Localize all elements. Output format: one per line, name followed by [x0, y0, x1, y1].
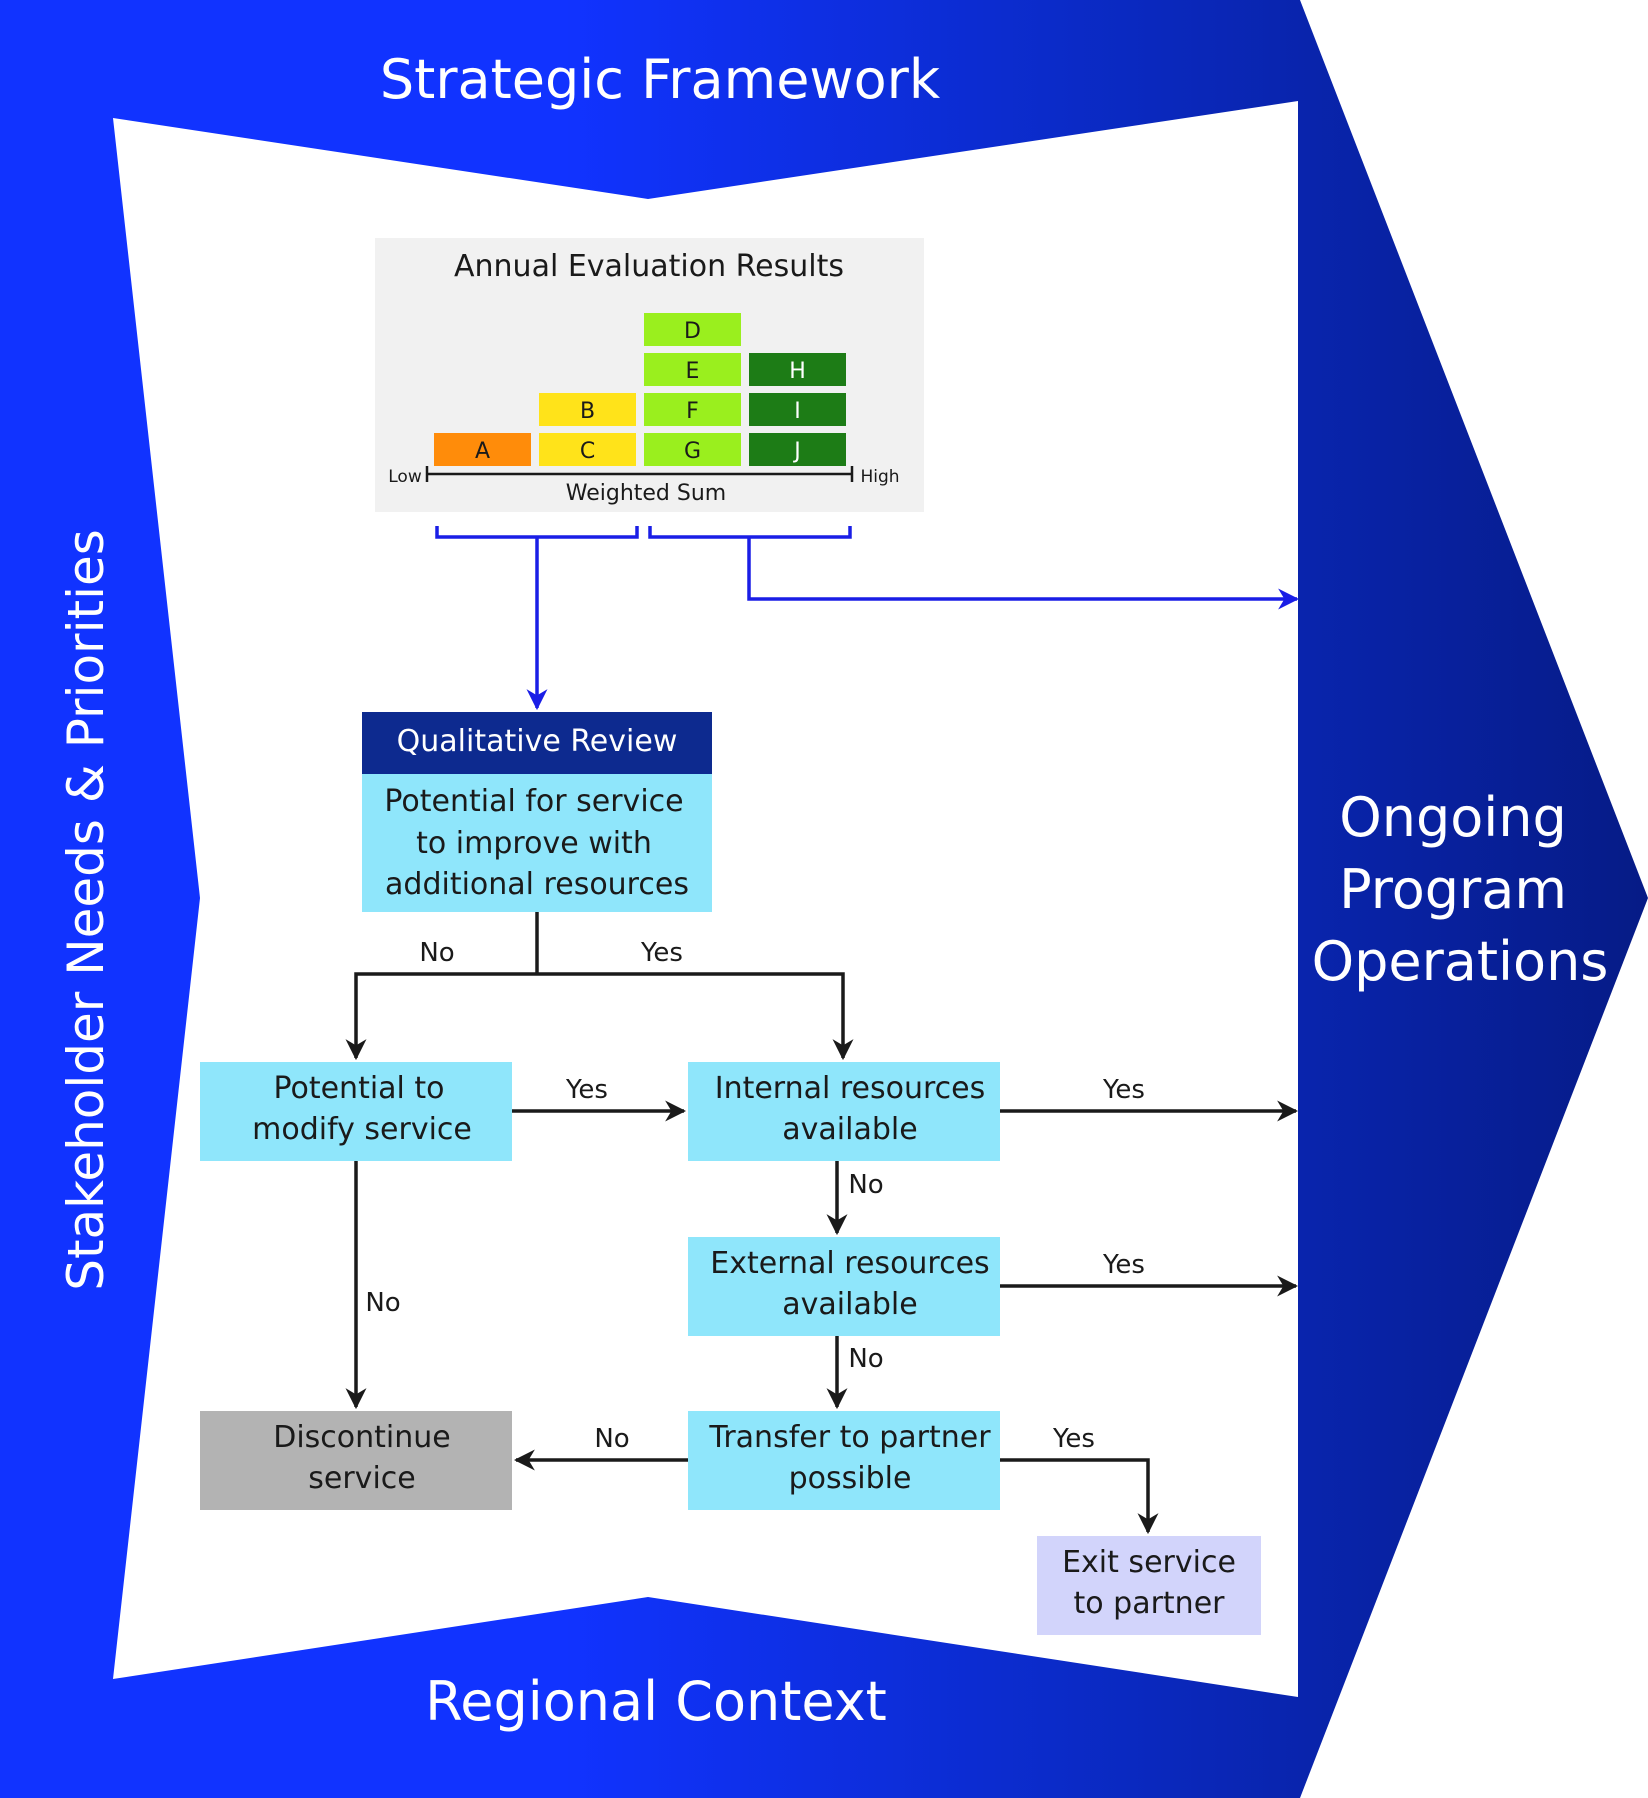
- node-internal-resources-line-1: Internal resources: [715, 1071, 986, 1106]
- node-internal-resources-box: [688, 1062, 1000, 1161]
- node-modify-service: Potential to modify service: [200, 1062, 512, 1161]
- node-exit-service-box: [1037, 1536, 1261, 1635]
- label-external-yes: Yes: [1102, 1250, 1145, 1280]
- label-modify-yes: Yes: [565, 1075, 608, 1105]
- node-discontinue-service-line-2: service: [308, 1461, 415, 1496]
- evaluation-axis-low: Low: [388, 467, 422, 487]
- label-internal-no: No: [848, 1170, 883, 1200]
- node-exit-service-line-1: Exit service: [1062, 1545, 1236, 1580]
- node-transfer-partner: Transfer to partner possible: [688, 1411, 1000, 1510]
- connector-review-no: [345, 972, 537, 1061]
- evaluation-bar-j: [749, 433, 846, 466]
- node-exit-service: Exit service to partner: [1037, 1536, 1261, 1635]
- review-header: Qualitative Review: [397, 724, 678, 759]
- node-modify-service-line-1: Potential to: [273, 1071, 444, 1106]
- evaluation-bar-c: [539, 433, 636, 466]
- flow-connectors: [345, 912, 1299, 1535]
- label-review-yes: Yes: [640, 938, 683, 968]
- frame-right-label-line-3: Operations: [1312, 930, 1609, 993]
- qualitative-review: Qualitative Review Potential for service…: [362, 712, 712, 912]
- evaluation-bar-i: [749, 393, 846, 426]
- evaluation-bar-label-h: H: [789, 359, 806, 384]
- label-internal-yes: Yes: [1102, 1075, 1145, 1105]
- evaluation-brackets: [435, 526, 1300, 711]
- node-exit-service-line-2: to partner: [1074, 1586, 1226, 1621]
- evaluation-bar-label-j: J: [792, 439, 801, 464]
- evaluation-bar-label-i: I: [794, 399, 801, 424]
- evaluation-bar-label-e: E: [686, 359, 700, 384]
- label-review-no: No: [419, 938, 454, 968]
- frame-right-label-line-1: Ongoing: [1339, 786, 1567, 849]
- evaluation-bar-b: [539, 393, 636, 426]
- evaluation-bar-e: [644, 353, 741, 386]
- node-transfer-partner-line-2: possible: [789, 1461, 912, 1496]
- node-modify-service-box: [200, 1062, 512, 1161]
- node-discontinue-service-box: [200, 1411, 512, 1510]
- frame-right-label: Ongoing Program Operations: [1312, 786, 1609, 993]
- node-transfer-partner-box: [688, 1411, 1000, 1510]
- node-discontinue-service: Discontinue service: [200, 1411, 512, 1510]
- node-external-resources-box: [688, 1237, 1000, 1336]
- review-body-line-2: to improve with: [416, 826, 652, 861]
- node-internal-resources: Internal resources available: [688, 1062, 1000, 1161]
- evaluation-axis-label: Weighted Sum: [566, 481, 726, 506]
- frame-right-label-line-2: Program: [1339, 858, 1567, 921]
- evaluation-bar-label-g: G: [684, 439, 701, 464]
- node-discontinue-service-line-1: Discontinue: [273, 1420, 451, 1455]
- node-external-resources: External resources available: [688, 1237, 1000, 1336]
- frame-top-label: Strategic Framework: [380, 48, 941, 111]
- label-transfer-yes: Yes: [1052, 1424, 1095, 1454]
- evaluation-bar-label-c: C: [580, 439, 595, 464]
- evaluation-bar-label-f: F: [686, 399, 699, 424]
- review-body-box: [362, 774, 712, 912]
- connector-transfer-yes: [1000, 1458, 1159, 1535]
- evaluation-axis-high: High: [860, 467, 899, 487]
- node-external-resources-line-2: available: [782, 1287, 917, 1322]
- evaluation-bar-d: [644, 313, 741, 346]
- evaluation-bar-label-b: B: [580, 399, 595, 424]
- review-body-line-3: additional resources: [385, 867, 689, 902]
- frame-bottom-label: Regional Context: [425, 1670, 887, 1733]
- evaluation-bar-g: [644, 433, 741, 466]
- label-modify-no: No: [365, 1288, 400, 1318]
- review-header-box: [362, 712, 712, 774]
- evaluation-bar-label-a: A: [475, 439, 490, 464]
- evaluation-title: Annual Evaluation Results: [454, 249, 844, 284]
- edge-labels: No Yes Yes No Yes No Yes No No Yes: [365, 938, 1145, 1454]
- label-transfer-no: No: [594, 1424, 629, 1454]
- evaluation-bar-label-d: D: [684, 319, 701, 344]
- node-transfer-partner-line-1: Transfer to partner: [708, 1420, 991, 1455]
- label-external-no: No: [848, 1344, 883, 1374]
- node-modify-service-line-2: modify service: [252, 1112, 472, 1147]
- arrow-high-to-operations: [747, 537, 1300, 610]
- connector-review-yes: [537, 972, 854, 1061]
- node-internal-resources-line-2: available: [782, 1112, 917, 1147]
- evaluation-bar-f: [644, 393, 741, 426]
- frame-left-label: Stakeholder Needs & Priorities: [57, 529, 115, 1291]
- node-external-resources-line-1: External resources: [710, 1246, 989, 1281]
- evaluation-bar-a: [434, 433, 531, 466]
- evaluation-bar-h: [749, 353, 846, 386]
- review-body-line-1: Potential for service: [384, 784, 683, 819]
